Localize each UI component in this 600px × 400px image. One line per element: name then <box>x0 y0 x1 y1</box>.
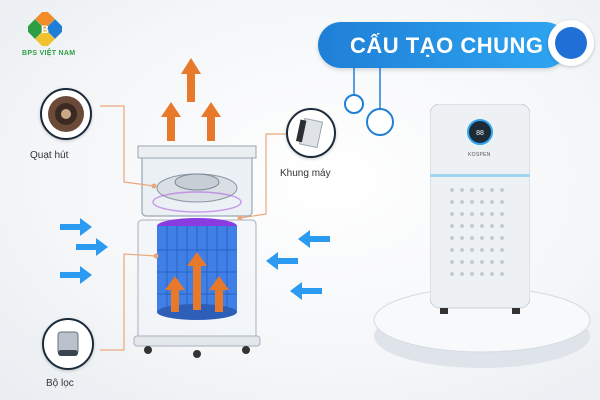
logo-text: BPS VIỆT NAM <box>22 50 76 57</box>
brand-logo: B <box>25 9 65 49</box>
lower-body <box>133 218 261 358</box>
blue-dot-icon <box>555 27 587 59</box>
svg-text:88: 88 <box>476 130 484 137</box>
frame-label: Khung máy <box>280 168 331 179</box>
fan-icon <box>48 96 84 132</box>
svg-text:B: B <box>41 24 49 36</box>
fan-callout <box>40 88 92 140</box>
top-chamber <box>137 145 257 217</box>
purifier-exploded-view <box>60 58 330 358</box>
logo-icon: B <box>25 9 65 49</box>
frame-panel-icon <box>295 117 324 149</box>
airflow-in-arrows-right <box>266 230 330 300</box>
filter-label: Bộ lọc <box>46 378 74 389</box>
assembled-purifier: 88 <box>429 103 531 314</box>
device-brand: KOSPEN <box>468 152 491 158</box>
podium <box>373 287 591 368</box>
title-banner <box>318 22 568 68</box>
filter-icon <box>57 331 79 356</box>
fan-label: Quạt hút <box>30 150 69 161</box>
hanging-rings <box>344 66 394 136</box>
filter-callout <box>42 318 94 370</box>
airflow-in-arrows-left <box>60 218 108 284</box>
airflow-up-arrows <box>161 58 221 141</box>
frame-callout <box>286 108 336 158</box>
banner-title: CẤU TẠO CHUNG <box>350 33 544 58</box>
